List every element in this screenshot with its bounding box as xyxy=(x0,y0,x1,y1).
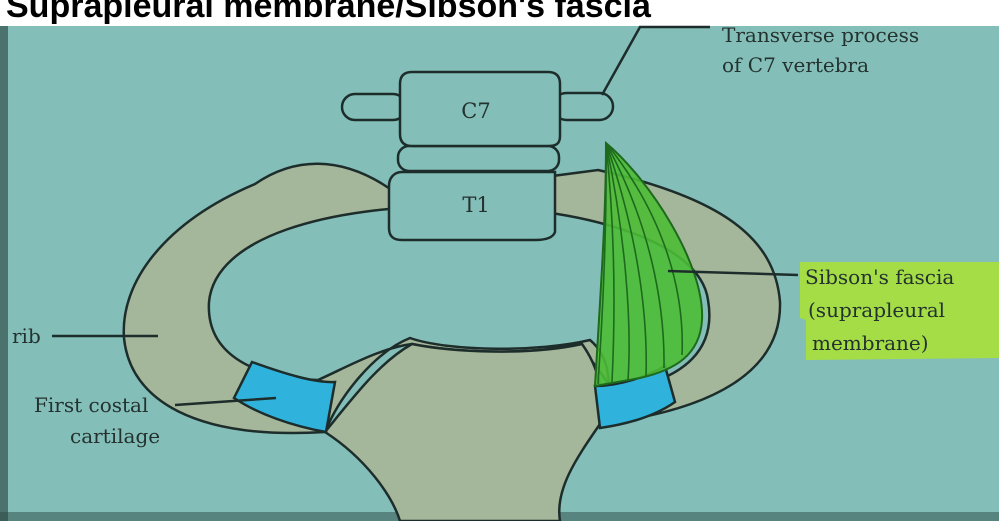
fascia-fiber xyxy=(605,142,630,381)
transverse-process-leader xyxy=(600,25,710,96)
sibsons-fascia-label-line3: membrane) xyxy=(812,331,929,355)
costal-cartilage-label-line1: First costal xyxy=(34,393,148,417)
sibsons-fascia-highlight xyxy=(800,262,999,360)
c7-label: C7 xyxy=(461,99,490,123)
sibsons-fascia-leader xyxy=(667,269,799,277)
t1-label: T1 xyxy=(462,193,489,217)
c7-right-transverse-process xyxy=(551,91,615,122)
left-first-costal-cartilage xyxy=(232,360,337,434)
sibsons-fascia xyxy=(593,140,704,388)
rib-label: rib xyxy=(12,324,41,348)
transverse-process-label-line2: of C7 vertebra xyxy=(722,53,869,77)
fascia-fiber xyxy=(605,142,648,377)
sibsons-fascia-label-line2: (suprapleural xyxy=(808,298,945,322)
sibsons-fascia-label-line1: Sibson's fascia xyxy=(805,265,954,289)
left-page-edge xyxy=(0,26,8,521)
costal-cartilage-label-line2: cartilage xyxy=(70,424,160,448)
c7-left-transverse-process xyxy=(340,92,408,122)
costal-cartilage-leader xyxy=(174,396,277,407)
fascia-fiber xyxy=(597,142,607,385)
c7-vertebral-body xyxy=(398,70,562,148)
fascia-fiber xyxy=(605,142,665,369)
right-first-costal-cartilage xyxy=(593,364,677,430)
transverse-process-label-line1: Transverse process xyxy=(722,23,919,47)
slide-title: Suprapleural membrane/Sibson's fascia xyxy=(6,0,651,25)
t1-vertebral-body xyxy=(387,170,557,242)
fascia-fiber xyxy=(605,142,615,383)
fascia-fiber xyxy=(605,142,684,356)
c7-t1-intervertebral-disc xyxy=(396,144,561,173)
